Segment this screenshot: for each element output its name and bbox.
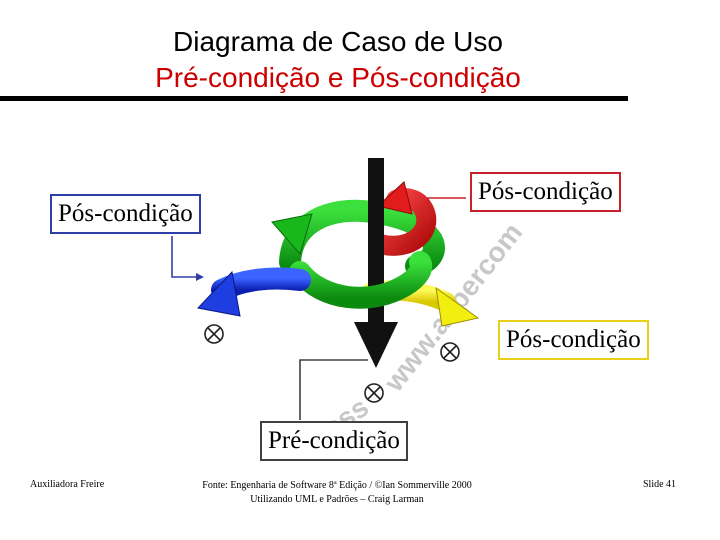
connector-left-tip [196, 273, 204, 281]
footer-slide-number: Slide 41 [643, 479, 677, 490]
slide-title: Diagrama de Caso de Uso [173, 26, 503, 57]
footer-source-line2: Utilizando UML e Padrões – Craig Larman [250, 494, 424, 505]
connector-left-label [171, 236, 198, 278]
termination-marker-bottom [364, 383, 384, 403]
postcondition-label-right: Pós-condição [498, 320, 649, 360]
termination-marker-left [204, 324, 224, 344]
connector-pre-label [299, 359, 368, 420]
precondition-label: Pré-condição [260, 421, 408, 461]
yellow-arrow-head [435, 286, 480, 327]
footer-author: Auxiliadora Freire [30, 479, 105, 490]
title-underline [0, 96, 628, 101]
footer-source: Fonte: Engenharia de Software 8ª Edição … [172, 479, 502, 507]
red-arrow-head [376, 181, 413, 215]
main-arrow-head [354, 322, 398, 368]
slide-subtitle: Pré-condição e Pós-condição [155, 62, 521, 93]
blue-arrow-head [197, 270, 241, 317]
connector-top-right-label [427, 197, 466, 222]
green-arrow-head [271, 213, 313, 256]
postcondition-label-left: Pós-condição [50, 194, 201, 234]
footer-source-line1: Fonte: Engenharia de Software 8ª Edição … [202, 480, 472, 491]
termination-marker-right [440, 342, 460, 362]
green-arrow-lower-arc [289, 251, 433, 309]
postcondition-label-top-right: Pós-condição [470, 172, 621, 212]
